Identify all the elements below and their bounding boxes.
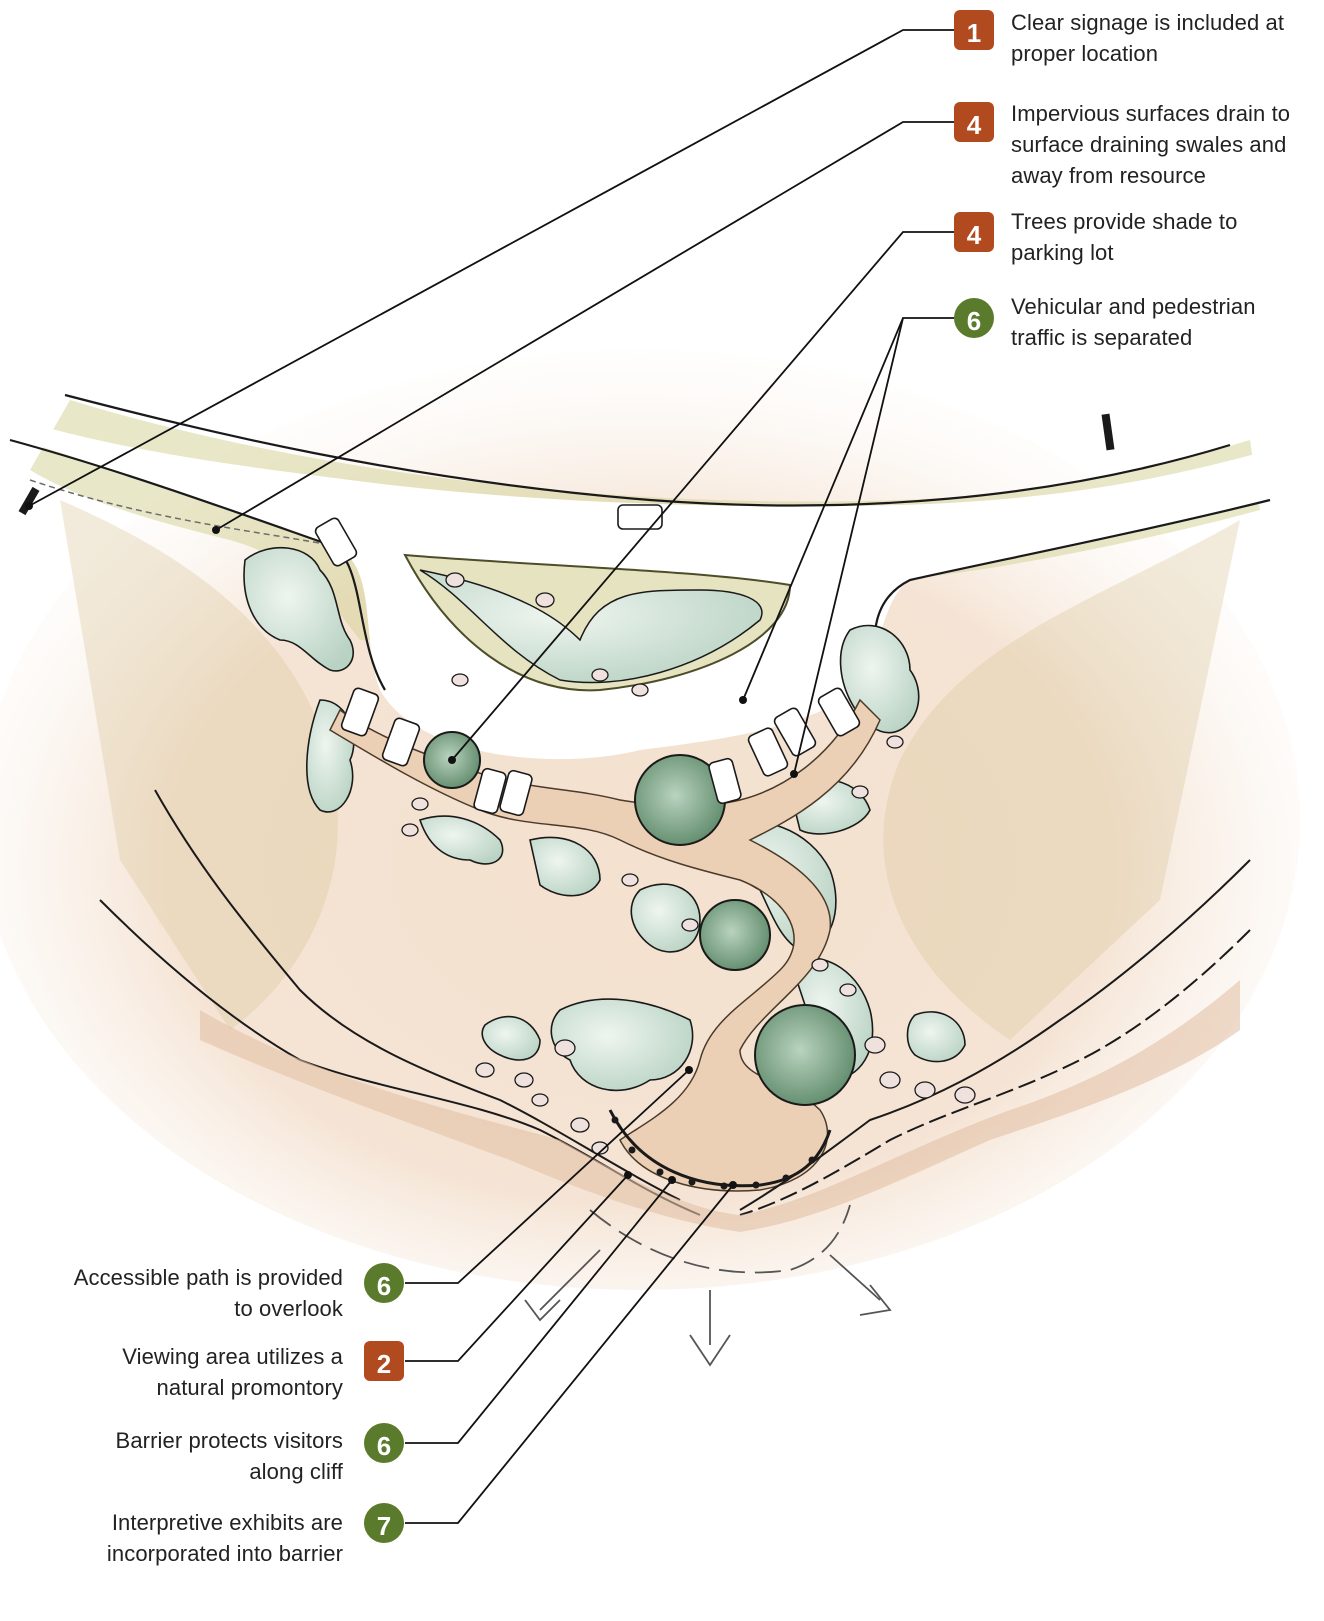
callout-clear-signage: Clear signage is included at proper loca…: [1011, 7, 1311, 69]
callout-line: along cliff: [40, 1456, 343, 1487]
callout-accessible-path: Accessible path is provided to overlook: [40, 1262, 343, 1324]
callout-line: Trees provide shade to: [1011, 206, 1311, 237]
callout-line: Interpretive exhibits are: [40, 1507, 343, 1538]
callout-badge: 7: [364, 1503, 404, 1543]
callout-interpretive-exhibits: Interpretive exhibits are incorporated i…: [40, 1507, 343, 1569]
callout-line: parking lot: [1011, 237, 1311, 268]
callout-traffic-separated: Vehicular and pedestrian traffic is sepa…: [1011, 291, 1311, 353]
callout-impervious-drainage: Impervious surfaces drain to surface dra…: [1011, 98, 1311, 191]
callout-line: Impervious surfaces drain to: [1011, 98, 1311, 129]
callout-natural-promontory: Viewing area utilizes a natural promonto…: [40, 1341, 343, 1403]
callout-badge: 6: [364, 1263, 404, 1303]
callout-badge: 2: [364, 1341, 404, 1381]
callout-badge: 6: [954, 298, 994, 338]
callout-line: away from resource: [1011, 160, 1311, 191]
callout-line: incorporated into barrier: [40, 1538, 343, 1569]
callout-line: Viewing area utilizes a: [40, 1341, 343, 1372]
callout-badge: 1: [954, 10, 994, 50]
callout-line: to overlook: [40, 1293, 343, 1324]
callout-line: natural promontory: [40, 1372, 343, 1403]
callout-badge: 4: [954, 212, 994, 252]
callout-badge: 6: [364, 1423, 404, 1463]
callout-line: surface draining swales and: [1011, 129, 1311, 160]
callout-line: traffic is separated: [1011, 322, 1311, 353]
callout-badge: 4: [954, 102, 994, 142]
callout-line: Clear signage is included at: [1011, 7, 1311, 38]
callout-line: Vehicular and pedestrian: [1011, 291, 1311, 322]
callout-line: proper location: [1011, 38, 1311, 69]
callout-barrier-cliff: Barrier protects visitors along cliff: [40, 1425, 343, 1487]
callout-line: Barrier protects visitors: [40, 1425, 343, 1456]
callout-line: Accessible path is provided: [40, 1262, 343, 1293]
callout-tree-shade: Trees provide shade to parking lot: [1011, 206, 1311, 268]
